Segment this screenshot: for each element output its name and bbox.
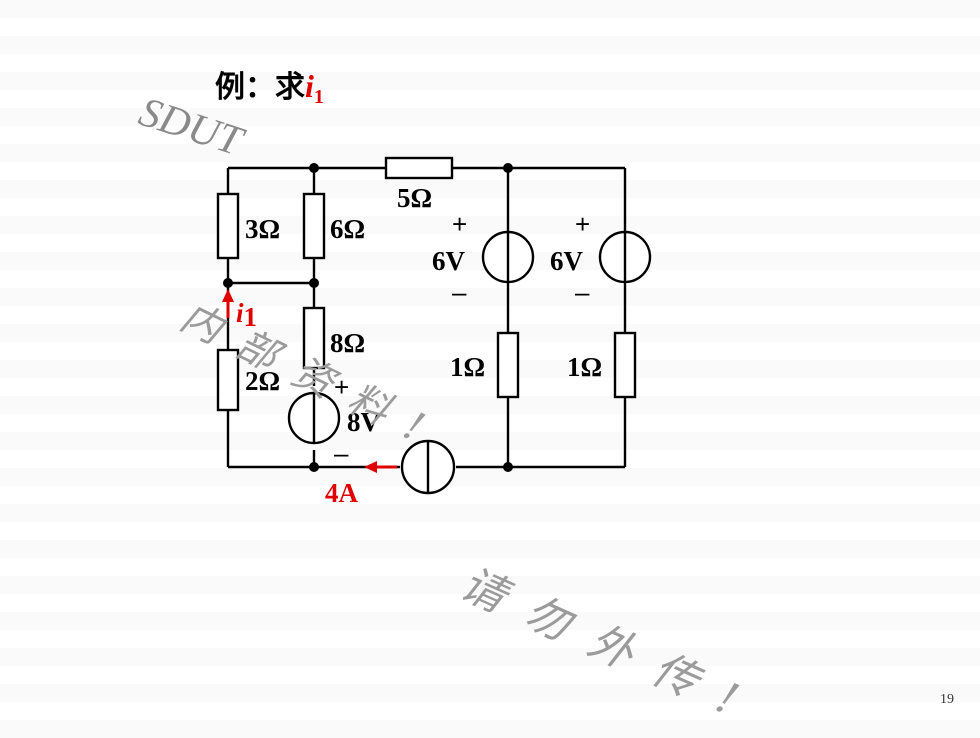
node-dot (503, 163, 513, 173)
title-variable: i (305, 68, 314, 104)
current-source-bottom (400, 439, 456, 495)
resistor-3ohm (216, 192, 240, 260)
plus-sign: + (334, 372, 349, 402)
plus-sign: + (575, 209, 590, 239)
label-6v-branch4: 6V (550, 246, 584, 276)
plus-sign: + (452, 209, 467, 239)
voltage-source-branch4 (598, 230, 652, 284)
minus-sign: – (452, 277, 467, 307)
label-6ohm: 6Ω (330, 214, 365, 244)
minus-sign: – (575, 277, 590, 307)
label-i1: i1 (236, 298, 257, 332)
label-i1-var: i (236, 298, 244, 328)
title-prefix: 例：求 (215, 70, 305, 105)
label-3ohm: 3Ω (245, 214, 280, 244)
resistor-bodies (216, 156, 637, 412)
label-8ohm: 8Ω (330, 328, 365, 358)
node-dot (223, 278, 233, 288)
resistor-1ohm-branch3 (496, 331, 520, 399)
resistor-6ohm (302, 192, 326, 260)
slide-title: 例：求i1 (215, 62, 324, 109)
label-5ohm: 5Ω (397, 183, 432, 213)
voltage-source-mid (287, 391, 341, 445)
resistor-5ohm (384, 156, 454, 180)
node-dot (309, 163, 319, 173)
red-arrows (222, 289, 397, 473)
node-dot (309, 278, 319, 288)
label-1ohm-branch4: 1Ω (567, 352, 602, 382)
resistor-8ohm (302, 306, 326, 370)
resistor-2ohm (216, 348, 240, 412)
label-8v: 8V (347, 407, 381, 437)
current-arrow-i1 (222, 289, 234, 318)
circuit-nodes (223, 163, 513, 472)
current-arrow-4a (364, 461, 397, 473)
page-number: 19 (940, 692, 954, 707)
label-1ohm-branch3: 1Ω (450, 352, 485, 382)
label-6v-branch3: 6V (432, 246, 466, 276)
label-i1-sub: 1 (244, 302, 258, 332)
node-dot (309, 462, 319, 472)
resistor-1ohm-branch4 (613, 331, 637, 399)
label-2ohm: 2Ω (245, 366, 280, 396)
voltage-source-branch3 (481, 230, 535, 284)
node-dot (503, 462, 513, 472)
title-variable-subscript: 1 (313, 86, 324, 108)
voltage-sources (287, 230, 652, 445)
minus-sign: – (334, 438, 349, 468)
label-4a: 4A (325, 478, 359, 508)
